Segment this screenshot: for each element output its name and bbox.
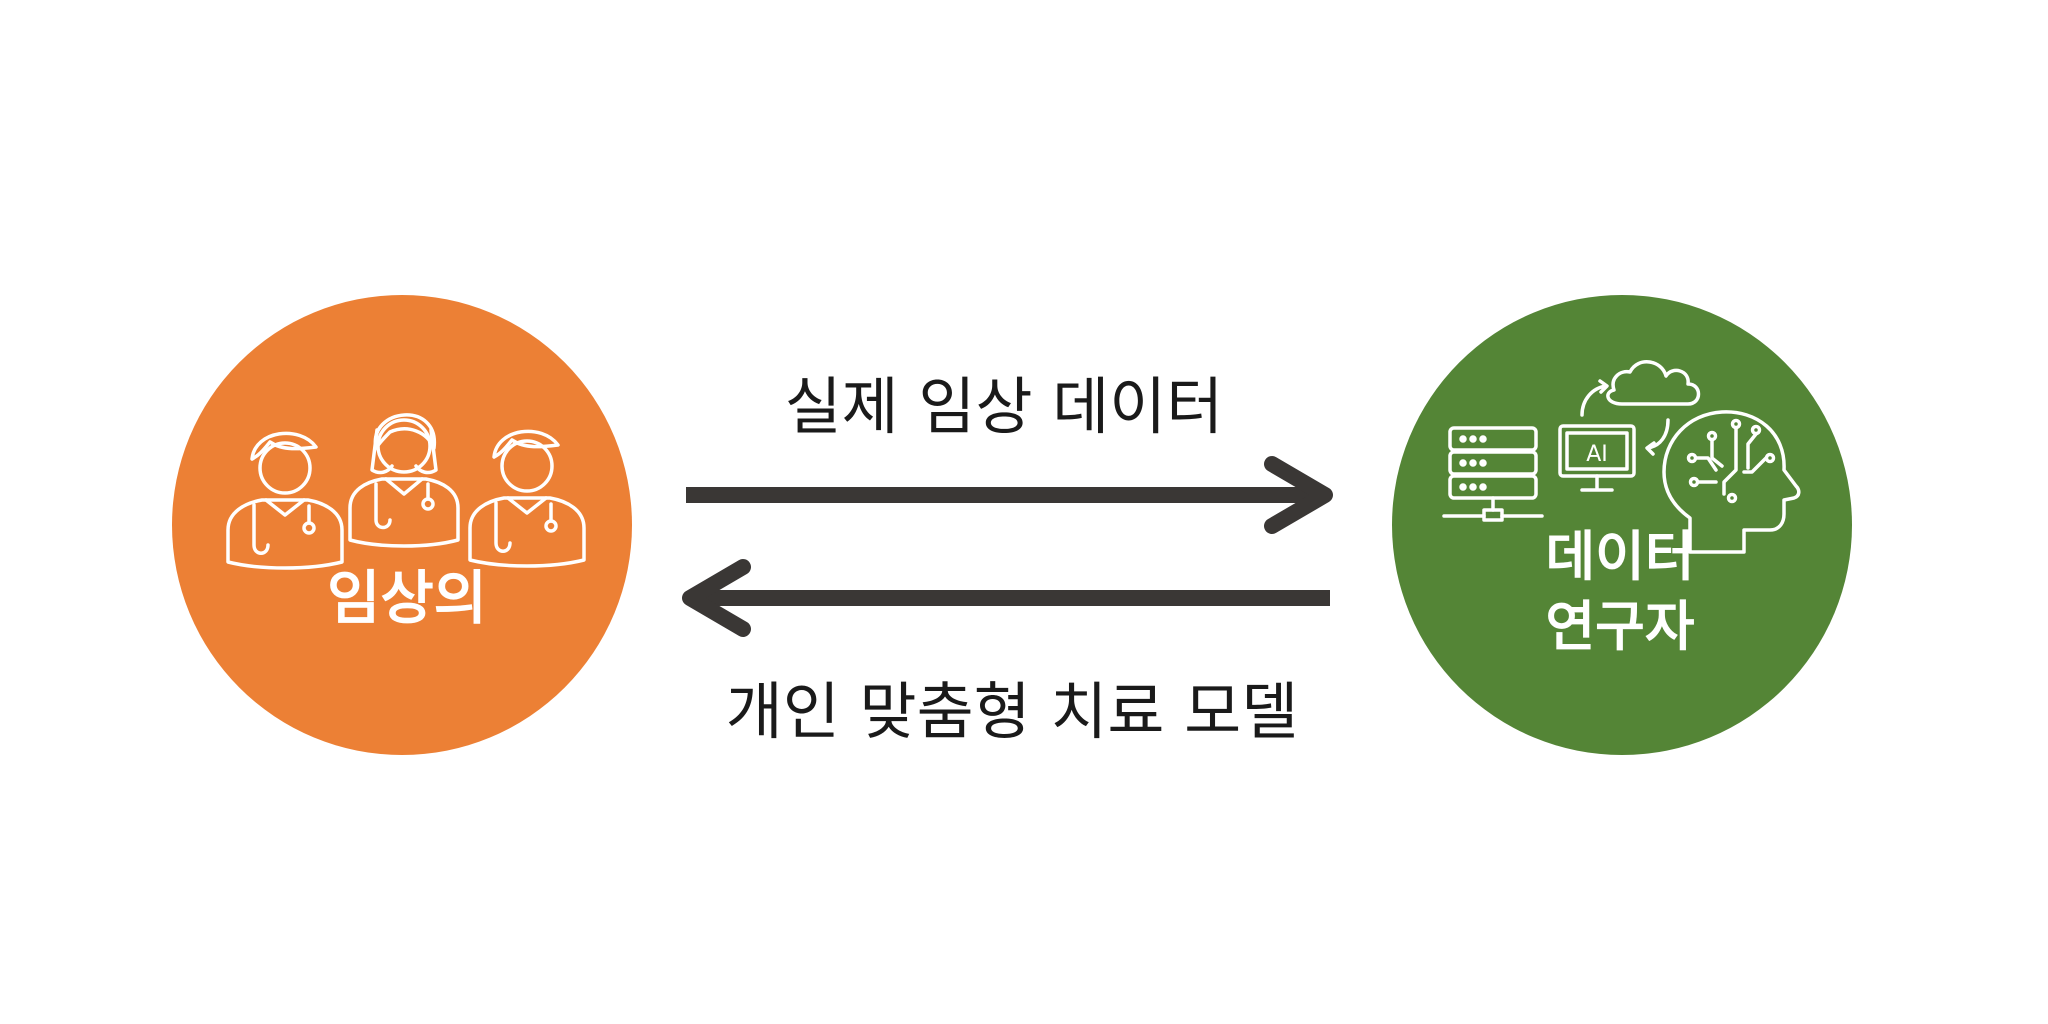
arrow-to-researcher: [686, 456, 1333, 534]
researcher-label-line1: 데이터: [1545, 525, 1694, 588]
researcher-node: AI 데이터 연구자: [1392, 295, 1852, 755]
edge-label-real-clinical-data: 실제 임상 데이터: [785, 370, 1224, 443]
arrow-to-clinician: [682, 559, 1330, 637]
clinician-label: 임상의: [327, 564, 487, 632]
ai-text: AI: [1586, 442, 1608, 467]
edge-label-personalized-model: 개인 맞춤형 치료 모델: [726, 675, 1298, 748]
server-icon: [1442, 426, 1544, 522]
researcher-circle: [1392, 295, 1852, 755]
researcher-label-line2: 연구자: [1545, 595, 1694, 658]
cloud-icon: [1580, 360, 1701, 456]
doctor-right-icon: [468, 429, 586, 568]
clinician-circle: [172, 295, 632, 755]
doctor-middle-icon: [348, 413, 460, 548]
ai-monitor-icon: AI: [1558, 424, 1636, 492]
doctor-left-icon: [226, 431, 344, 570]
clinician-node: 임상의: [172, 295, 632, 755]
ai-head-icon: [1662, 410, 1801, 554]
doctors-group-icon: [226, 413, 586, 570]
